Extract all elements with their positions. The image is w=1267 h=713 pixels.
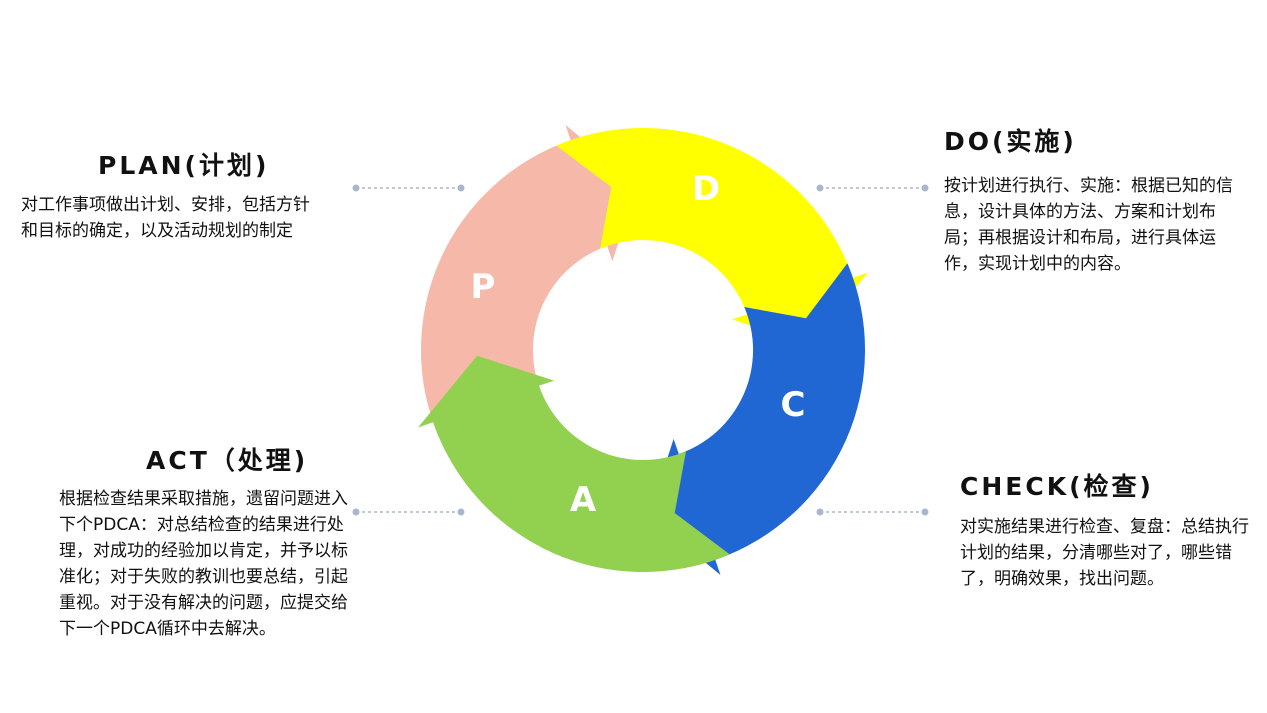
plan-description: 对工作事项做出计划、安排，包括方针和目标的确定，以及活动规划的制定 <box>21 195 310 241</box>
act-connector <box>352 508 465 516</box>
act-arrow-letter: A <box>570 480 597 520</box>
do-title: DO(实施) <box>944 127 1077 156</box>
plan-connector <box>352 184 465 192</box>
check-title: CHECK(检查) <box>960 472 1154 501</box>
do-description: 按计划进行执行、实施：根据已知的信息，设计具体的方法、方案和计划布局；再根据设计… <box>944 176 1233 274</box>
do-cycle-arrow <box>556 127 868 345</box>
check-description: 对实施结果进行检查、复盘：总结执行计划的结果，分清哪些对了，哪些错了，明确效果，… <box>960 517 1249 589</box>
plan-title: PLAN(计划) <box>98 151 270 180</box>
do-arrow-letter: D <box>692 169 720 209</box>
check-arrow-letter: C <box>781 385 806 425</box>
act-cycle-arrow <box>418 355 730 573</box>
check-connector <box>816 508 929 516</box>
plan-arrow-letter: P <box>471 267 496 307</box>
act-description: 根据检查结果采取措施，遗留问题进入下个PDCA：对总结检查的结果进行处理，对成功… <box>59 489 348 639</box>
do-connector <box>816 184 929 192</box>
act-title: ACT（处理) <box>146 446 309 475</box>
check-cycle-arrow <box>648 263 866 575</box>
